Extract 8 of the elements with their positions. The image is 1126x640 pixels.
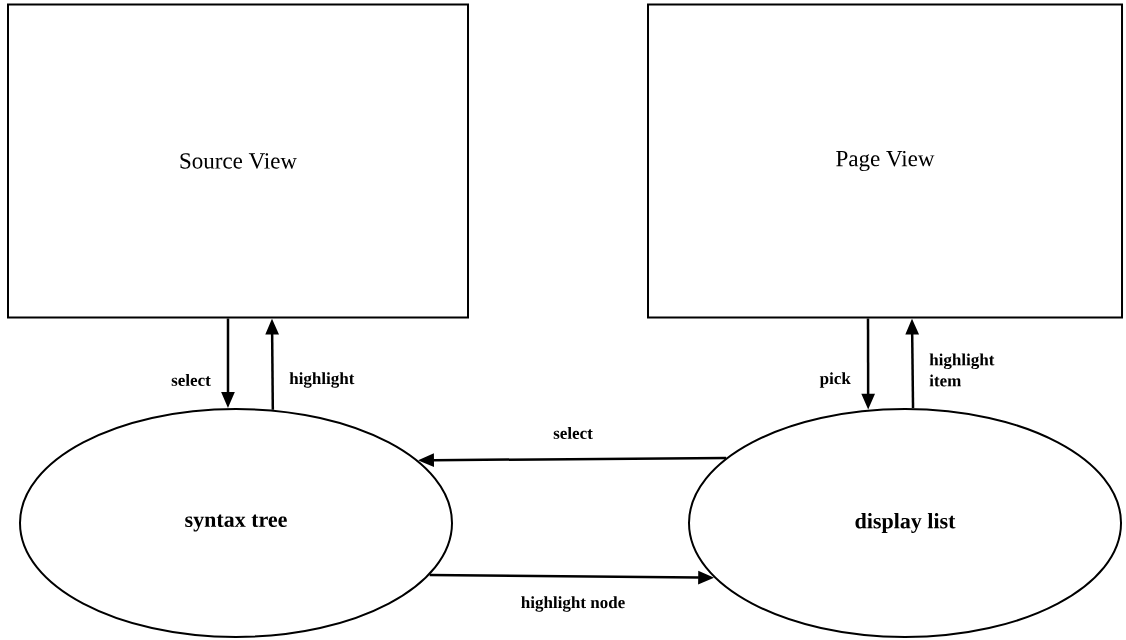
view-box: Page View	[647, 3, 1123, 319]
edge-label: select	[171, 374, 211, 386]
edge-label: highlight	[289, 372, 355, 388]
edge-label: highlight node	[521, 596, 625, 612]
edge-label: select	[553, 427, 593, 439]
view-box: Source View	[7, 3, 469, 319]
edge-label: highlight item	[929, 353, 995, 387]
edge-label: pick	[819, 372, 851, 388]
